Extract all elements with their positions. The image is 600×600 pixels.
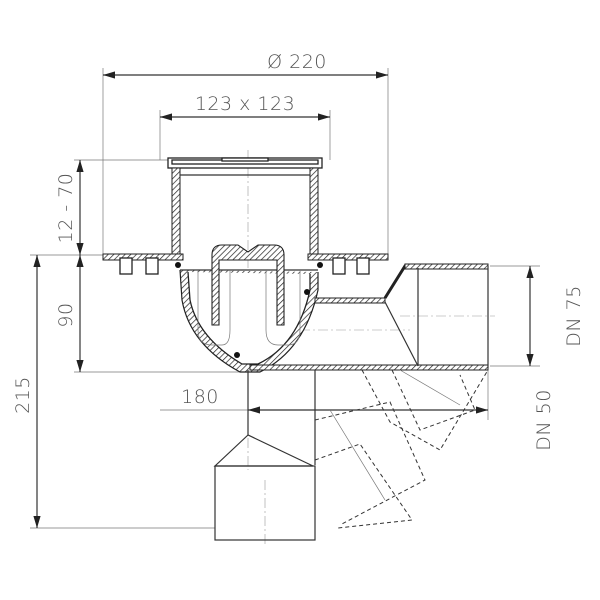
body-height-label: 90 <box>55 302 77 327</box>
vertical-outlet-label: DN 50 <box>533 389 555 451</box>
dimension-lines <box>30 68 540 529</box>
diameter-label: Ø 220 <box>267 51 327 73</box>
grate-size-label: 123 x 123 <box>195 93 295 115</box>
drain-body <box>102 167 389 373</box>
horizontal-outlet <box>249 263 489 371</box>
height-adjust-label: 12 - 70 <box>55 173 77 244</box>
total-height-label: 215 <box>12 376 34 414</box>
horizontal-outlet-label: DN 75 <box>563 285 585 347</box>
alternate-outlet-dashed <box>314 369 489 529</box>
grate <box>167 157 323 169</box>
vertical-outlet <box>213 370 316 541</box>
outlet-offset-label: 180 <box>181 386 219 408</box>
